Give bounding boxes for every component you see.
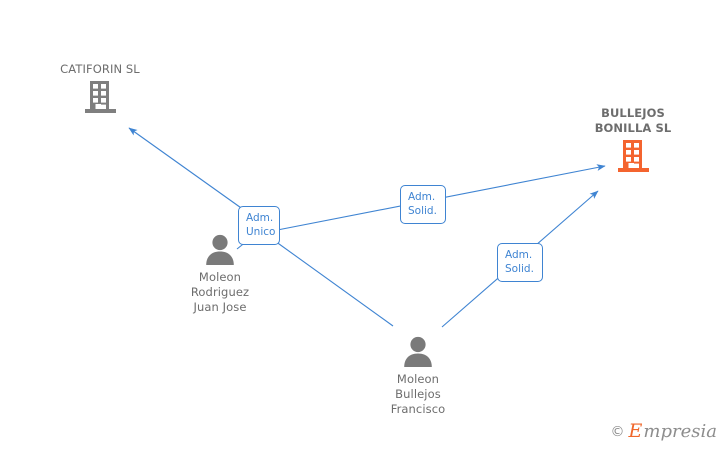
node-bullejos-bonilla[interactable]: BULLEJOS BONILLA SL — [553, 106, 713, 173]
copyright-icon: © — [610, 423, 625, 440]
node-moleon-rodriguez[interactable]: Moleon Rodriguez Juan Jose — [140, 234, 300, 315]
node-catiforin-label: CATIFORIN SL — [60, 62, 140, 76]
relation-label-adm-solid-1[interactable]: Adm. Solid. — [400, 185, 446, 224]
node-catiforin[interactable]: CATIFORIN SL — [20, 62, 180, 114]
edge-juanjose-to-catiforin — [128, 127, 252, 216]
watermark-brand-initial: E — [628, 420, 643, 442]
person-avatar-icon — [203, 234, 237, 266]
relation-label-adm-unico[interactable]: Adm. Unico — [238, 206, 280, 245]
company-building-icon — [84, 80, 116, 114]
empresia-watermark: © E mpresia — [610, 420, 717, 442]
node-moleon-bullejos[interactable]: Moleon Bullejos Francisco — [338, 336, 498, 417]
node-moleon-bullejos-label: Moleon Bullejos Francisco — [390, 372, 446, 416]
watermark-brand-text: mpresia — [643, 421, 717, 442]
person-avatar-icon — [401, 336, 435, 368]
relation-label-adm-solid-2[interactable]: Adm. Solid. — [497, 243, 543, 282]
node-moleon-rodriguez-label: Moleon Rodriguez Juan Jose — [190, 270, 250, 314]
node-bullejos-bonilla-label: BULLEJOS BONILLA SL — [594, 106, 672, 135]
company-building-icon — [617, 139, 649, 173]
